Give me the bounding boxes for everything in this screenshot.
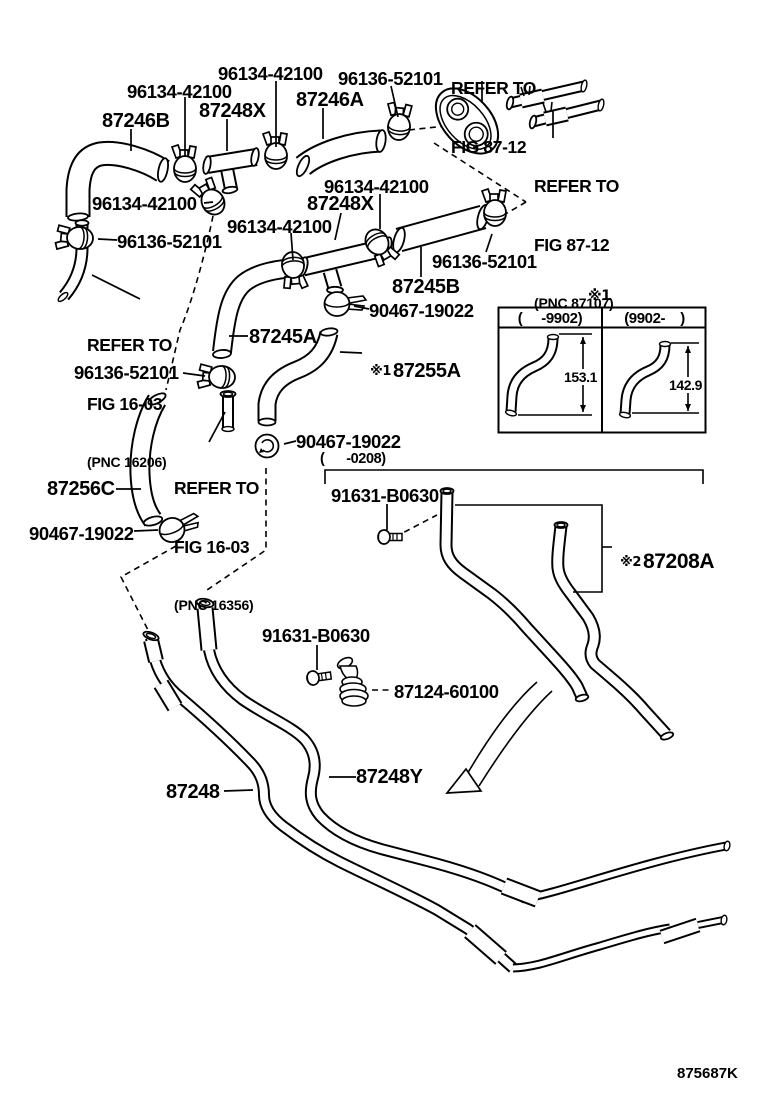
label-hose-87246a: 87246A bbox=[296, 89, 364, 111]
hose-87255a-drawing bbox=[257, 333, 329, 421]
date-range-bracket bbox=[324, 469, 704, 484]
refer-fig87-12-right: REFER TO FIG 87-12 (PNC 87107) bbox=[534, 138, 619, 333]
refer-fig16-03-mid: REFER TO FIG 16-03 (PNC 16356) bbox=[174, 440, 259, 635]
inset-hose-late bbox=[625, 345, 665, 414]
refer-line: REFER TO bbox=[87, 335, 172, 355]
label-pipe-87208a: ※287208A bbox=[612, 534, 714, 573]
inset-ref-mark: ※1 bbox=[588, 288, 611, 304]
inset-dimension-early: 153.1 bbox=[563, 369, 599, 385]
label-bolt-91631-upper: 91631-B0630 bbox=[331, 485, 439, 506]
label-clamp-96136-mid-right: 96136-52101 bbox=[432, 251, 537, 272]
inset-header-late: (9902- ) bbox=[624, 310, 685, 327]
label-clamp-96136-top-right: 96136-52101 bbox=[338, 68, 443, 89]
ref2-mark: ※2 bbox=[620, 554, 641, 570]
label-clamp-90467-right: 90467-19022 bbox=[296, 431, 401, 452]
refer-line: REFER TO bbox=[174, 478, 259, 498]
refer-line: FIG 87-12 bbox=[451, 136, 527, 157]
refer-line: REFER TO bbox=[534, 176, 619, 196]
label-clamp-96136-lower-left: 96136-52101 bbox=[74, 362, 179, 383]
refer-pnc: (PNC 16206) bbox=[87, 454, 167, 470]
inset-dimension-lines bbox=[518, 333, 699, 416]
hose-87256c-drawing bbox=[140, 400, 157, 520]
inset-box bbox=[497, 306, 707, 434]
refer-fig87-12-top: REFER TO FIG 87-12 bbox=[451, 40, 536, 177]
hose-87245a-drawing bbox=[222, 269, 284, 352]
tee-87248x-top-branch bbox=[227, 169, 231, 189]
label-clamp-96134-mid-right: 96134-42100 bbox=[324, 176, 429, 197]
inset-header-early: ( -9902) bbox=[517, 310, 583, 327]
hose-87245b-drawing bbox=[399, 217, 483, 240]
label-tee-87248x-top: 87248X bbox=[199, 100, 266, 122]
refer-pnc: (PNC 87107) bbox=[534, 295, 614, 311]
label-87208a-text: 87208A bbox=[642, 549, 715, 573]
figure-code: 875687K bbox=[677, 1065, 738, 1082]
label-clamp-96134-top-left: 96134-42100 bbox=[127, 81, 232, 102]
bolt-91631-lower-drawing bbox=[305, 667, 333, 687]
refer-line: FIG 87-12 bbox=[534, 234, 610, 255]
inset-dimension-late: 142.9 bbox=[668, 377, 704, 393]
label-clamp-90467-mid: 90467-19022 bbox=[369, 300, 474, 321]
label-valve-87124: 87124-60100 bbox=[394, 681, 499, 702]
label-date-range: ( -0208) bbox=[320, 451, 386, 467]
tee-87248x-top-drawing bbox=[207, 157, 256, 165]
refer-pnc: (PNC 16356) bbox=[174, 597, 254, 613]
hose-87246b-drawing bbox=[65, 153, 163, 217]
label-hose-87245b: 87245B bbox=[392, 276, 460, 298]
bolt-91631-upper-drawing bbox=[377, 529, 403, 545]
label-clamp-96136-mid-left: 96136-52101 bbox=[117, 231, 222, 252]
leader-lines bbox=[91, 81, 554, 792]
label-87255a-text: 87255A bbox=[392, 359, 461, 382]
label-clamp-90467-left: 90467-19022 bbox=[29, 523, 134, 544]
label-pipe-87248y: 87248Y bbox=[356, 766, 423, 788]
tee-87248x-mid-branch bbox=[330, 271, 335, 288]
valve-87124-drawing bbox=[336, 656, 369, 707]
ref1-mark: ※1 bbox=[370, 363, 391, 379]
refer-fig16-03-left: REFER TO FIG 16-03 (PNC 16206) bbox=[87, 297, 172, 492]
label-bolt-91631-lower: 91631-B0630 bbox=[262, 625, 370, 646]
direction-arrow bbox=[445, 681, 553, 794]
pipe-87248y-drawing bbox=[205, 606, 526, 898]
refer-line: FIG 16-03 bbox=[174, 536, 250, 557]
pipe-87248-drawing bbox=[151, 638, 513, 968]
pipe-clamp-prongs bbox=[520, 85, 553, 113]
pipe-87208a-1-drawing bbox=[439, 492, 582, 697]
refer-line: REFER TO bbox=[451, 78, 536, 98]
hose-87246a-drawing bbox=[303, 141, 381, 166]
pipe-87208a-2-drawing bbox=[558, 526, 666, 734]
label-clamp-96134-mid-left: 96134-42100 bbox=[92, 193, 197, 214]
label-clamp-96134-top-center: 96134-42100 bbox=[218, 63, 323, 84]
label-tee-87248x-mid: 87248X bbox=[307, 193, 374, 215]
label-hose-87256c: 87256C bbox=[47, 478, 115, 500]
dashed-construction-lines bbox=[119, 125, 527, 691]
pipe-87208a-callout-box bbox=[455, 504, 612, 593]
heater-union-flange bbox=[434, 87, 500, 155]
refer-line: FIG 16-03 bbox=[87, 393, 163, 414]
label-hose-87245a: 87245A bbox=[249, 326, 317, 348]
inset-hose-early bbox=[511, 338, 553, 412]
label-clamp-96134-center: 96134-42100 bbox=[227, 216, 332, 237]
label-hose-87246b: 87246B bbox=[102, 110, 170, 132]
label-pipe-87248: 87248 bbox=[166, 781, 220, 803]
